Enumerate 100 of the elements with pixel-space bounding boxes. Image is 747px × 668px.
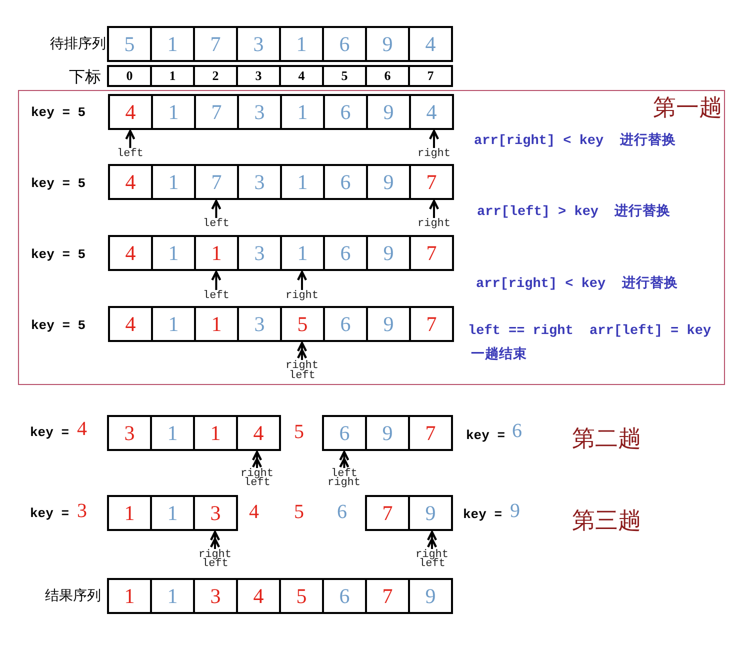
- key-value: 4: [77, 418, 87, 441]
- array-cell: 9: [366, 94, 411, 130]
- index-cell: 4: [279, 65, 324, 87]
- key-label: key = 5: [31, 247, 86, 262]
- value-text: 5: [294, 421, 304, 444]
- array-cell: 6: [323, 235, 368, 271]
- array-cell: 1: [151, 235, 196, 271]
- array-cell: 4: [408, 26, 453, 62]
- array-cell: 4: [108, 164, 153, 200]
- pointer-label: left: [117, 149, 144, 159]
- array-cell: 7: [409, 164, 454, 200]
- array-cell: 6: [323, 306, 368, 342]
- key-label: key =: [30, 425, 70, 440]
- array-cell: 1: [280, 94, 325, 130]
- array-cell: 6: [322, 26, 367, 62]
- array-cell: 3: [237, 306, 282, 342]
- array-cell: 7: [194, 164, 239, 200]
- key-value: 9: [510, 500, 520, 523]
- array-cell: 1: [151, 306, 196, 342]
- pointer-label: right: [328, 478, 361, 488]
- step-note: arr[right] < key 进行替换: [474, 132, 676, 149]
- pointer-label: left: [203, 291, 230, 301]
- array-cell: 9: [366, 164, 411, 200]
- array-cell: 3: [236, 26, 281, 62]
- step-note: left == right arr[left] = key: [468, 324, 712, 339]
- array-cell: 1: [280, 164, 325, 200]
- array-cell: 6: [323, 164, 368, 200]
- array-cell: 6: [322, 415, 367, 451]
- pointer-arrow: [297, 342, 307, 360]
- array-cell: 7: [409, 306, 454, 342]
- pointer-label: right: [286, 291, 319, 301]
- array-cell: 1: [107, 578, 152, 614]
- array-cell: 1: [151, 94, 196, 130]
- pointer-arrow: [339, 452, 349, 468]
- array-cell: 5: [279, 578, 324, 614]
- array-cell: 1: [150, 495, 195, 531]
- step-note: arr[right] < key 进行替换: [476, 274, 678, 292]
- array-cell: 1: [279, 26, 324, 62]
- array-cell: 7: [194, 94, 239, 130]
- array-cell: 3: [237, 235, 282, 271]
- array-cell: 1: [150, 26, 195, 62]
- pointer-label: right: [286, 361, 319, 371]
- step-note: arr[left] > key 进行替换: [477, 202, 671, 220]
- array-cell: 7: [408, 415, 453, 451]
- key-value: 3: [77, 500, 87, 523]
- pointer-label: right: [418, 149, 451, 159]
- array-cell: 7: [365, 495, 410, 531]
- step-note: 一趟结束: [471, 346, 527, 363]
- array-cell: 7: [365, 578, 410, 614]
- array-cell: 1: [150, 578, 195, 614]
- array-cell: 7: [193, 26, 238, 62]
- pointer-label: left: [203, 219, 230, 229]
- array-cell: 4: [409, 94, 454, 130]
- array-cell: 1: [193, 415, 238, 451]
- array-cell: 9: [366, 235, 411, 271]
- array-cell: 6: [323, 94, 368, 130]
- key-label: key = 5: [31, 105, 86, 120]
- pointer-arrow: [125, 130, 136, 148]
- index-cell: 6: [365, 65, 410, 87]
- array-cell: 1: [150, 415, 195, 451]
- index-cell: 7: [408, 65, 453, 87]
- row-label: 结果序列: [45, 587, 101, 605]
- row-label: 待排序列: [50, 35, 106, 53]
- array-cell: 1: [280, 235, 325, 271]
- array-cell: 3: [107, 415, 152, 451]
- key-value: 6: [512, 420, 522, 443]
- array-cell: 3: [193, 495, 238, 531]
- pointer-arrow: [428, 130, 440, 148]
- pointer-arrow: [296, 270, 308, 290]
- pointer-label: right: [198, 550, 232, 560]
- array-cell: 1: [107, 495, 152, 531]
- key-label: key =: [466, 428, 506, 443]
- array-cell: 4: [108, 94, 153, 130]
- array-cell: 9: [366, 306, 411, 342]
- array-cell: 9: [365, 415, 410, 451]
- pointer-label: left: [289, 371, 316, 381]
- array-cell: 4: [236, 415, 281, 451]
- array-cell: 3: [237, 94, 282, 130]
- key-label: key = 5: [31, 318, 86, 333]
- pass-title: 第三趟: [572, 507, 641, 535]
- key-label: key =: [30, 506, 70, 521]
- pointer-label: left: [202, 559, 228, 569]
- array-cell: 9: [365, 26, 410, 62]
- array-cell: 3: [237, 164, 282, 200]
- array-cell: 1: [194, 306, 239, 342]
- pointer-label: right: [240, 469, 274, 479]
- key-label: key = 5: [31, 176, 86, 191]
- value-text: 4: [249, 501, 259, 524]
- array-cell: 3: [193, 578, 238, 614]
- array-cell: 4: [108, 306, 153, 342]
- index-cell: 0: [107, 65, 152, 87]
- pointer-label: left: [244, 478, 270, 488]
- value-text: 5: [294, 501, 304, 524]
- pointer-arrow: [210, 532, 220, 549]
- array-cell: 1: [194, 235, 239, 271]
- index-cell: 5: [322, 65, 367, 87]
- value-text: 6: [337, 501, 347, 524]
- pointer-label: right: [416, 550, 449, 560]
- pointer-label: right: [418, 219, 451, 229]
- key-label: key =: [463, 507, 502, 522]
